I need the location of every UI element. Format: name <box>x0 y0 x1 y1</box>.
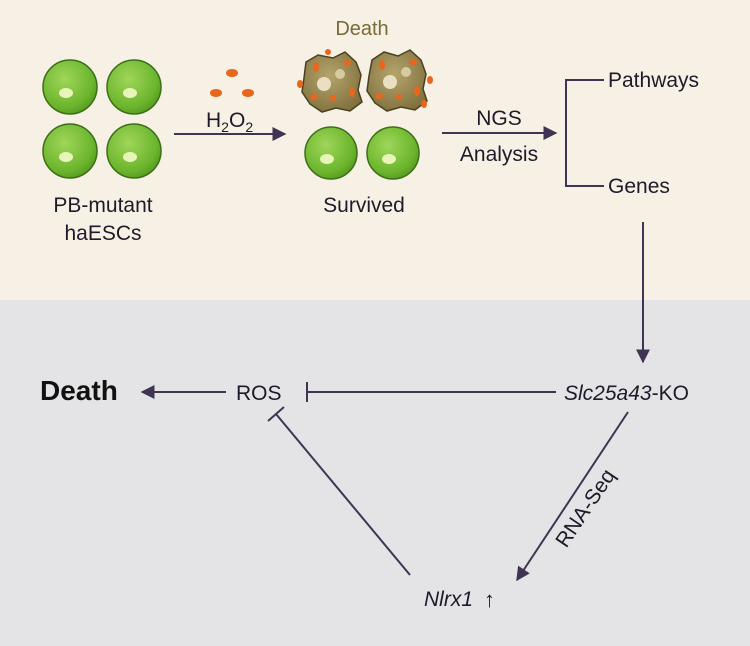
green-cell-icon <box>42 59 98 115</box>
up-arrow-icon: ↑ <box>484 587 495 612</box>
dead-cells <box>297 49 433 113</box>
ko-gene-italic: Slc25a43 <box>564 382 652 405</box>
dead-cell-icon <box>366 49 433 112</box>
survived-cells <box>304 126 420 180</box>
green-cell-icon <box>304 126 358 180</box>
arrow-ko-to-nlrx1 <box>516 411 629 582</box>
h2o2-droplets-icon <box>210 69 254 97</box>
h2o2-sub2: 2 <box>245 119 253 135</box>
h2o2-h: H <box>206 109 221 132</box>
h2o2-sub1: 2 <box>221 119 229 135</box>
pathways-label: Pathways <box>608 69 699 92</box>
death-label-top: Death <box>335 18 388 40</box>
nlrx1-label: Nlrx1 <box>424 588 473 611</box>
green-cell-icon <box>366 126 420 180</box>
inhibition-bar-nlrx1 <box>267 406 285 422</box>
genes-label: Genes <box>608 175 670 198</box>
green-cell-icon <box>106 123 162 179</box>
green-cell-icon <box>106 59 162 115</box>
inhibition-nlrx1-to-ros <box>275 413 411 576</box>
death-label-bottom: Death <box>40 375 118 406</box>
analysis-label: Analysis <box>460 143 538 166</box>
ko-label: Slc25a43-KO <box>564 382 689 405</box>
dead-cell-icon <box>297 49 363 113</box>
ros-label: ROS <box>236 382 282 405</box>
h2o2-label: H2O2 <box>206 109 253 135</box>
h2o2-o: O <box>229 109 245 132</box>
bottom-panel-background <box>0 300 750 646</box>
cells-label-line2: haESCs <box>64 222 141 245</box>
ko-suffix: -KO <box>652 382 689 405</box>
branch-bracket <box>565 79 604 187</box>
pb-mutant-cells <box>42 59 162 179</box>
ngs-label: NGS <box>476 107 522 130</box>
survived-label: Survived <box>323 194 405 217</box>
green-cell-icon <box>42 123 98 179</box>
cells-label-line1: PB-mutant <box>53 194 152 217</box>
